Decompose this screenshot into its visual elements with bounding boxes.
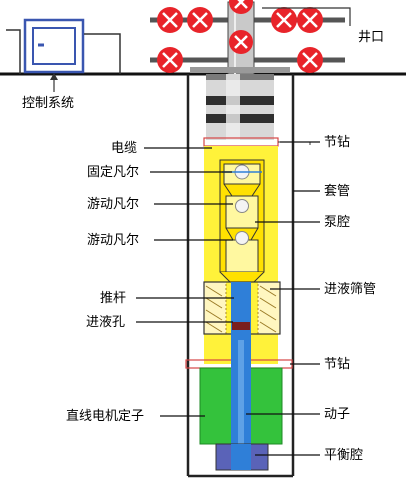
label-inlet-hole: 进液孔 [86,315,126,330]
right-leaders [246,141,320,456]
balance-chamber [215,443,269,471]
screen-pipe [203,281,281,335]
label-linear-motor-stator: 直线电机定子 [66,409,145,424]
label-pump-chamber: 泵腔 [324,215,351,230]
control-cable [6,29,21,74]
label-push-rod: 推杆 [100,291,127,306]
wellhead-valves [157,0,323,73]
left-leaders [136,147,234,417]
casing [186,74,295,478]
label-joint-collar-top: 节钻 [324,135,351,150]
label-traveling-valve-2: 游动凡尔 [87,233,140,248]
valve-balls [222,164,262,245]
label-cable: 电缆 [111,141,138,156]
label-traveling-valve-1: 游动凡尔 [87,197,140,212]
label-joint-collar-bottom: 节钻 [324,357,351,372]
control-box [23,18,85,74]
label-screen-pipe: 进液筛管 [324,282,377,297]
push-rod [231,282,251,340]
label-control-system: 控制系统 [22,96,75,111]
label-fixed-valve: 固定凡尔 [87,165,140,180]
label-wellhead: 井口 [358,30,385,45]
label-balance-chamber: 平衡腔 [324,448,364,463]
inlet-hole [232,322,250,330]
label-casing: 套管 [324,184,351,199]
control-cable-2 [84,33,121,74]
label-mover: 动子 [324,407,351,422]
tubing [206,74,274,140]
wellhead-flange [190,67,290,73]
